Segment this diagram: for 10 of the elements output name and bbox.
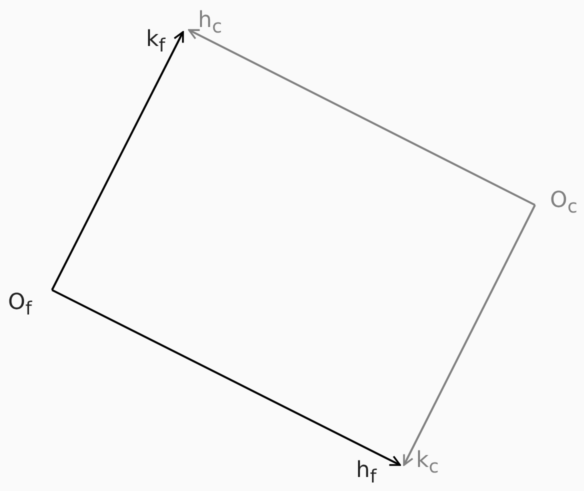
axis-label: O$_{c}$ (550, 188, 578, 220)
axis-label: h$_{f}$ (356, 458, 376, 490)
axis-label: k$_{f}$ (146, 27, 166, 60)
axis-label: O$_{f}$ (8, 290, 32, 322)
axis-arrow (51, 31, 184, 290)
axis-label: h$_{c}$ (198, 8, 222, 40)
axis-arrow (188, 29, 536, 206)
axis-arrow (403, 204, 536, 466)
axis-arrow (52, 289, 401, 466)
axis-label: k$_{c}$ (416, 448, 439, 480)
